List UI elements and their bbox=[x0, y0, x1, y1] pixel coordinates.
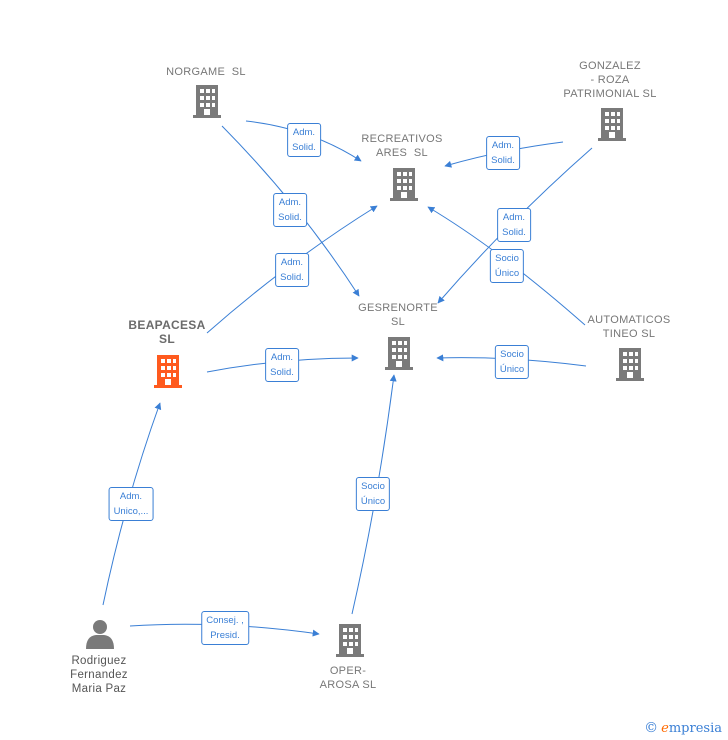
edge-label-beapacesa-gesrenorte: Adm. Solid. bbox=[265, 348, 299, 382]
logo-letter: e bbox=[661, 721, 669, 736]
empresia-logo: ©empresia bbox=[644, 720, 722, 736]
edge-label-beapacesa-recreativos: Adm. Solid. bbox=[275, 253, 309, 287]
node-label-gonzalez[interactable]: GONZALEZ - ROZA PATRIMONIAL SL bbox=[563, 60, 657, 100]
building-icon-beapacesa bbox=[154, 355, 182, 388]
building-icon-recreativos bbox=[390, 168, 418, 201]
edge-label-gonzalez-recreativos: Adm. Solid. bbox=[486, 136, 520, 170]
node-label-norgame[interactable]: NORGAME SL bbox=[166, 66, 246, 78]
building-icon-operarosa bbox=[336, 624, 364, 657]
building-icon-automaticos bbox=[616, 348, 644, 381]
edge-label-norgame-recreativos: Adm. Solid. bbox=[287, 123, 321, 157]
copyright-icon: © bbox=[644, 720, 659, 736]
node-label-gesrenorte[interactable]: GESRENORTE SL bbox=[358, 302, 438, 328]
edge-label-rodriguez-operarosa: Consej. , Presid. bbox=[201, 611, 249, 645]
node-label-automaticos[interactable]: AUTOMATICOS TINEO SL bbox=[587, 314, 671, 340]
edge-label-rodriguez-beapacesa: Adm. Unico,... bbox=[108, 487, 154, 521]
building-icon-norgame bbox=[193, 85, 221, 118]
logo-text: mpresia bbox=[668, 721, 722, 736]
node-label-rodriguez[interactable]: Rodriguez Fernandez Maria Paz bbox=[70, 655, 128, 695]
building-icon-gonzalez bbox=[598, 108, 626, 141]
building-icon-gesrenorte bbox=[385, 337, 413, 370]
edge-label-norgame-gesrenorte: Adm. Solid. bbox=[273, 193, 307, 227]
edge-label-operarosa-gesrenorte: Socio Único bbox=[355, 477, 391, 511]
node-label-operarosa[interactable]: OPER- AROSA SL bbox=[319, 665, 377, 691]
edge-label-automaticos-gesrenorte: Socio Único bbox=[494, 345, 530, 379]
person-icon-rodriguez bbox=[86, 620, 114, 649]
node-label-beapacesa[interactable]: BEAPACESA SL bbox=[128, 318, 206, 346]
edge-label-automaticos-recreativos: Socio Único bbox=[489, 249, 525, 283]
node-label-recreativos[interactable]: RECREATIVOS ARES SL bbox=[361, 133, 443, 159]
edge-label-gonzalez-gesrenorte: Adm. Solid. bbox=[497, 208, 531, 242]
